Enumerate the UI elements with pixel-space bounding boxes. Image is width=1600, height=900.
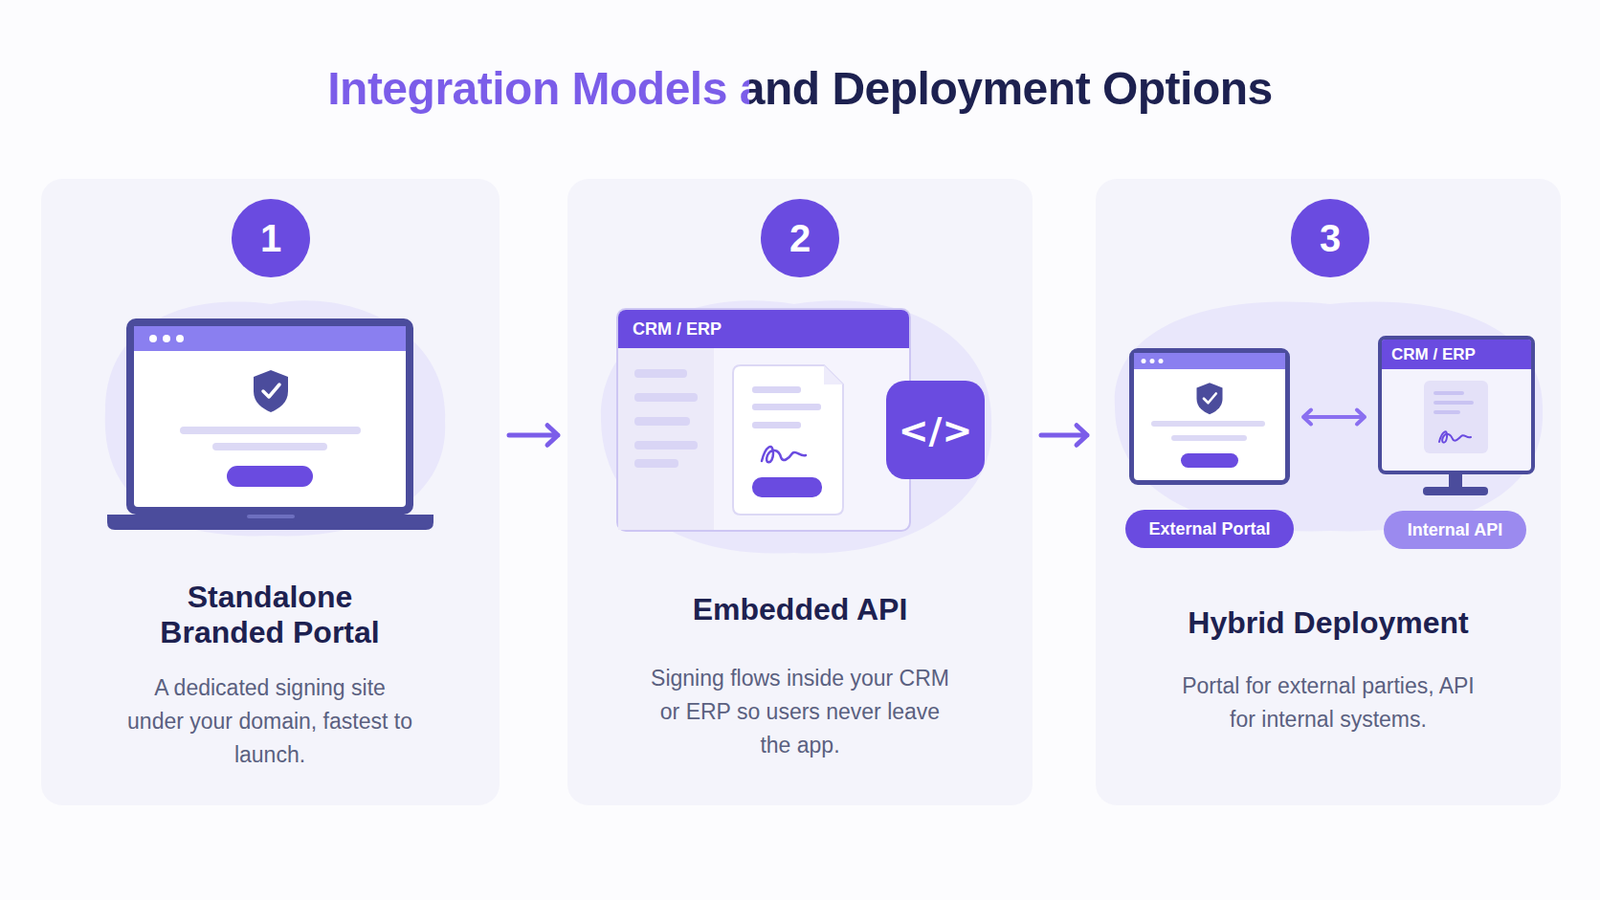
backdrop-blob bbox=[600, 300, 992, 554]
browser-bar bbox=[1133, 353, 1286, 370]
text-line bbox=[1171, 435, 1247, 442]
model-card: Standalone Branded Portal A dedicated sig… bbox=[41, 178, 500, 806]
system-monitor: CRM / ERPInternal API bbox=[1377, 335, 1535, 475]
backdrop-blob bbox=[1114, 302, 1543, 533]
text-line bbox=[1151, 421, 1266, 427]
text-line bbox=[179, 426, 361, 435]
menu-line bbox=[634, 417, 690, 426]
window-dot bbox=[176, 334, 184, 343]
menu-line bbox=[634, 459, 679, 468]
menu-line bbox=[634, 369, 688, 378]
card-description: Signing flows inside your CRM or ERP so … bbox=[648, 662, 952, 763]
window-dot bbox=[1158, 358, 1164, 364]
document-sheet bbox=[1423, 380, 1489, 454]
window-dot bbox=[149, 334, 157, 343]
check-mark bbox=[263, 384, 280, 398]
portal-pill-label: External Portal bbox=[1125, 510, 1294, 549]
portal-screen: External Portal bbox=[1129, 348, 1290, 486]
model-card: Embedded API Signing flows inside your CR… bbox=[567, 178, 1033, 806]
signature-mark bbox=[761, 446, 806, 463]
diagram-title: Integration Models and Deployment Option… bbox=[327, 61, 1273, 117]
signature-mark bbox=[1439, 431, 1471, 443]
button-shape bbox=[226, 466, 313, 488]
check-mark bbox=[1203, 394, 1217, 404]
shield-shape bbox=[1197, 382, 1223, 415]
text-line bbox=[752, 422, 801, 429]
card-panel bbox=[567, 178, 1033, 806]
text-line bbox=[1433, 391, 1465, 396]
card-description: A dedicated signing site under your doma… bbox=[126, 671, 414, 773]
menu-line bbox=[634, 393, 698, 402]
step-number: 1 bbox=[231, 199, 311, 278]
monitor-neck bbox=[1448, 474, 1463, 489]
card-heading: Embedded API bbox=[567, 592, 1033, 628]
browser-bar bbox=[133, 326, 406, 352]
window-dot bbox=[1150, 358, 1156, 364]
card-heading: Hybrid Deployment bbox=[1095, 605, 1561, 642]
text-line bbox=[752, 403, 822, 411]
flow-arrow bbox=[1303, 410, 1365, 425]
laptop-notch bbox=[246, 514, 295, 519]
laptop-screen bbox=[133, 326, 406, 508]
menu-line bbox=[634, 441, 698, 450]
card-panel bbox=[41, 178, 500, 806]
api-pill-label: Internal API bbox=[1383, 511, 1527, 550]
card-heading: Standalone Branded Portal bbox=[126, 579, 414, 651]
step-number: 2 bbox=[760, 199, 840, 278]
step-number: 3 bbox=[1290, 199, 1370, 278]
shield-icon bbox=[1197, 382, 1223, 415]
text-line bbox=[1433, 400, 1474, 405]
backdrop-blob bbox=[105, 300, 445, 536]
model-card: Hybrid DeploymentPortal for external par… bbox=[1095, 178, 1561, 806]
button-shape bbox=[752, 477, 823, 498]
card-panel bbox=[1095, 178, 1561, 806]
window-title: CRM / ERP bbox=[618, 310, 910, 349]
window-dot bbox=[162, 334, 171, 343]
text-line bbox=[212, 443, 328, 451]
sidebar-panel bbox=[618, 348, 714, 531]
window-dot bbox=[1141, 358, 1147, 364]
monitor-base bbox=[1422, 487, 1489, 496]
laptop-base bbox=[107, 514, 434, 531]
shield-shape bbox=[253, 370, 289, 413]
text-line bbox=[1433, 410, 1461, 415]
shield-icon bbox=[253, 370, 289, 413]
code-badge bbox=[886, 380, 985, 480]
window-title: CRM / ERP bbox=[1381, 339, 1532, 370]
text-line bbox=[752, 386, 801, 394]
step-number-circle: 2 bbox=[760, 199, 840, 278]
step-number-circle: 3 bbox=[1290, 199, 1370, 278]
flow-arrow bbox=[1041, 425, 1088, 445]
document-sheet bbox=[733, 365, 844, 515]
code-symbol: </> bbox=[886, 380, 985, 480]
card-description: Portal for external parties, API for int… bbox=[1170, 669, 1487, 737]
step-number-circle: 1 bbox=[231, 199, 311, 278]
app-window: CRM / ERP bbox=[616, 308, 912, 533]
flow-arrow bbox=[509, 425, 558, 445]
laptop-frame bbox=[126, 318, 414, 515]
button-shape bbox=[1180, 453, 1239, 468]
page-fold bbox=[823, 365, 844, 385]
